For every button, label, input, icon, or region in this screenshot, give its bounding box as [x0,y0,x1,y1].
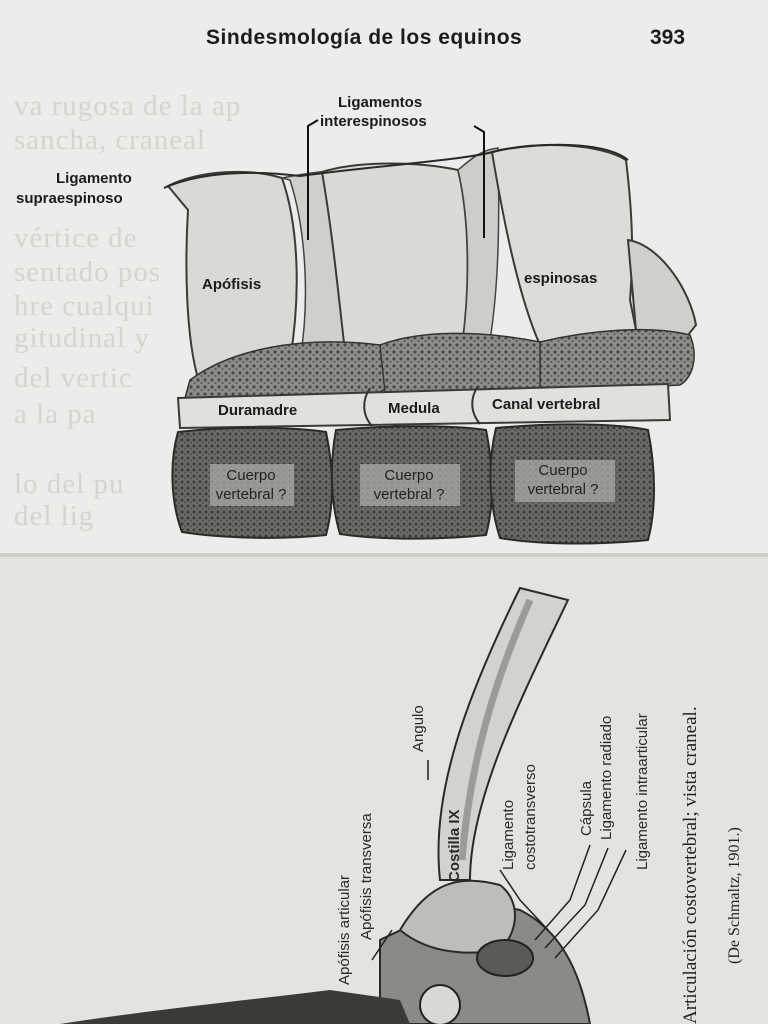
label-angulo: Angulo [410,705,427,752]
label-vertebral-1: vertebral ? [215,486,287,503]
label-duramadre: Duramadre [218,402,298,419]
label-apofisis: Apófisis [202,276,262,293]
page-header: Sindesmología de los equinos [206,26,523,49]
label-medula: Medula [388,400,440,417]
label-cuerpo-3: Cuerpo [538,462,588,479]
ghost-line-9: lo del pu [14,468,125,500]
label-apofisis-articular: Apófisis articular [336,874,353,985]
vertebral-column-illustration [163,119,698,545]
ghost-line-8: a la pa [14,398,97,430]
ghost-line-1: va rugosa de la ap [14,90,242,122]
label-ligamento-supraespinoso-2: supraespinoso [16,190,123,207]
ghost-line-6: gitudinal y [14,322,150,354]
ghost-line-4: sentado pos [14,256,162,288]
label-espinosas: espinosas [524,270,598,287]
label-ligamento-radiado: Ligamento radiado [598,715,615,840]
ghost-line-5: hre cualqui [14,290,155,322]
ghost-line-2: sancha, craneal [14,124,207,156]
label-ligamentos-interespinosos-2: interespinosos [320,113,427,130]
ghost-line-7: del vertic [14,362,133,394]
label-ligamentos-interespinosos-1: Ligamentos [338,94,423,111]
figure-caption: Articulación costovertebral; vista crane… [680,706,701,1024]
label-apofisis-transversa: Apófisis transversa [358,813,375,940]
label-ligamento-supraespinoso-1: Ligamento [56,170,132,187]
label-costilla-ix: Costilla IX [446,809,463,882]
label-capsula: Cápsula [578,780,595,836]
ghost-line-3: vértice de [14,222,138,254]
label-ligamento-intraarticular: Ligamento intraarticular [634,713,651,870]
ghost-line-10: del lig [14,500,95,532]
figure-caption-source: (De Schmaltz, 1901.) [726,827,743,964]
label-canal-vertebral: Canal vertebral [492,396,601,413]
label-cuerpo-2: Cuerpo [384,467,434,484]
page-number: 393 [650,26,686,49]
label-ligamento-costotransverso-2: costotransverso [522,764,539,870]
label-ligamento-costotransverso-1: Ligamento [500,799,517,870]
label-cuerpo-1: Cuerpo [226,467,276,484]
label-vertebral-3: vertebral ? [527,481,599,498]
label-vertebral-2: vertebral ? [373,486,445,503]
page-fold-divider [0,553,768,557]
